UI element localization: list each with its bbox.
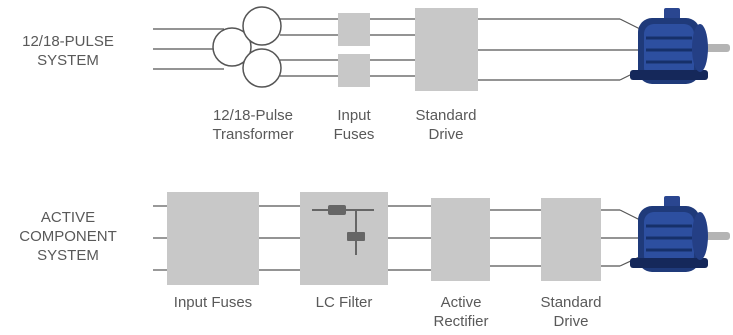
fuse-to-filter-wires <box>259 205 300 271</box>
active-rectifier-label: Active Rectifier <box>433 294 489 330</box>
input-fuse-block-lower <box>338 54 370 87</box>
top-motor-wires <box>478 18 649 81</box>
active-rectifier-block <box>431 198 490 281</box>
bottom-system <box>153 192 730 285</box>
input-fuses-label-top: Input Fuses <box>333 107 375 143</box>
top-system <box>153 6 730 91</box>
motor-icon <box>630 8 730 84</box>
top-system-title: 12/18-PULSE SYSTEM <box>22 33 114 69</box>
transformer-symbol <box>212 6 282 88</box>
input-fuses-label-bottom: Input Fuses <box>173 294 253 311</box>
motor-icon <box>630 196 730 272</box>
bottom-system-title: ACTIVE COMPONENT SYSTEM <box>19 209 117 264</box>
standard-drive-block-top <box>415 8 478 91</box>
transformer-label: 12/18-Pulse Transformer <box>212 107 294 143</box>
filter-to-rectifier-wires <box>388 205 431 271</box>
input-fuse-block-upper <box>338 13 370 46</box>
rectifier-to-drive-wires <box>490 209 541 267</box>
top-input-wires <box>153 28 224 70</box>
standard-drive-label-top: Standard Drive <box>415 107 477 143</box>
standard-drive-block-bottom <box>541 198 601 281</box>
input-fuses-block <box>167 192 259 285</box>
bottom-input-wires <box>153 205 167 271</box>
lc-filter-label: LC Filter <box>315 294 373 311</box>
standard-drive-label-bottom: Standard Drive <box>540 294 602 330</box>
lc-filter-symbol <box>312 205 374 255</box>
